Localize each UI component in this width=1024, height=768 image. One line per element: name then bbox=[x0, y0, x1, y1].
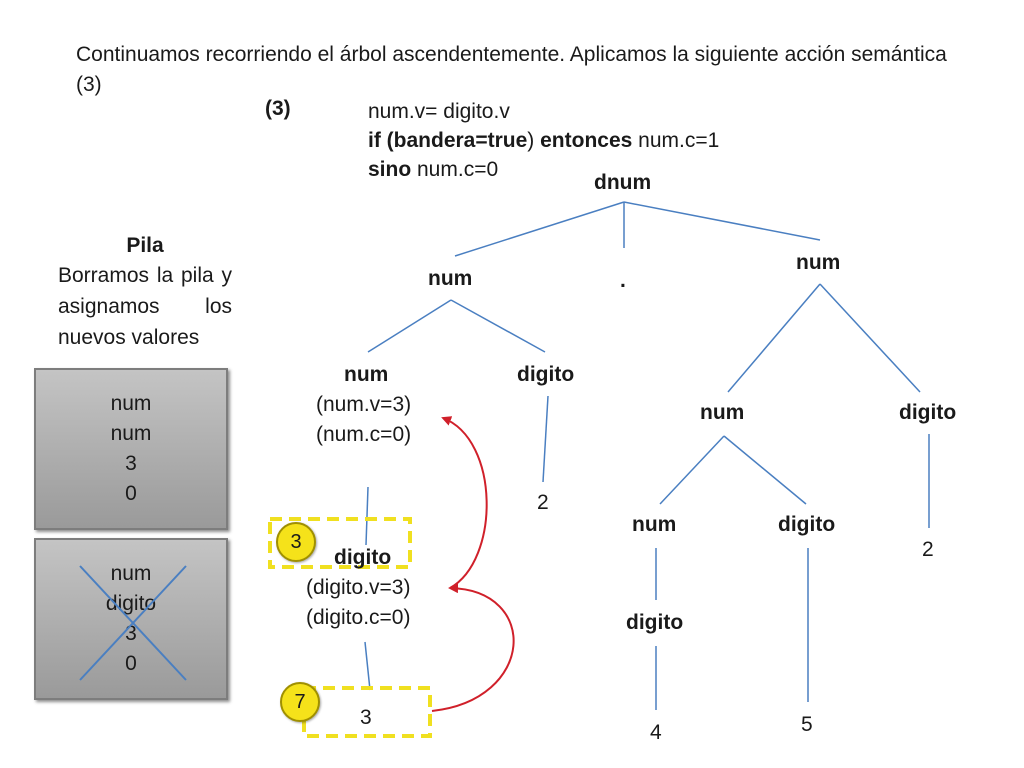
node-rr-num: num bbox=[632, 513, 677, 536]
rule-line-1: num.v= digito.v bbox=[368, 100, 510, 123]
node-rr-num-digito: digito bbox=[626, 611, 684, 634]
stack-title: Pila bbox=[126, 234, 164, 257]
edge-innernum-digito bbox=[723, 435, 807, 505]
stack-box-crossed: num digito 3 0 bbox=[34, 538, 228, 700]
rule-line-2-assign: num.c=1 bbox=[632, 129, 720, 152]
rule-line-2-paren: ) bbox=[527, 129, 541, 152]
node-value-4: 4 bbox=[650, 721, 662, 744]
stack-cell: num bbox=[110, 422, 152, 445]
rule-line-3: sino num.c=0 bbox=[368, 155, 719, 184]
stack-cell: num bbox=[110, 562, 152, 585]
edge-root-rightnum bbox=[623, 201, 821, 241]
node-leaf-value: 3 bbox=[360, 706, 372, 729]
stack-description: Borramos la pila y asignamos los nuevos … bbox=[58, 264, 232, 349]
node-inner-num-v: (num.v=3) bbox=[316, 393, 412, 416]
cross-out-icon bbox=[79, 565, 187, 681]
step-badge-7: 7 bbox=[280, 682, 320, 722]
rule-line-3-assign: num.c=0 bbox=[411, 158, 499, 181]
rule-line-2: if (bandera=true) entonces num.c=1 bbox=[368, 126, 719, 155]
node-inner-num: num bbox=[344, 363, 389, 386]
edge-num-digito bbox=[365, 486, 369, 546]
edge-leftnum-num bbox=[367, 299, 452, 353]
node-right-digito: digito bbox=[899, 401, 957, 424]
step-badge-3: 3 bbox=[276, 522, 316, 562]
dashed-box-digito bbox=[268, 517, 412, 569]
edge-root-leftnum bbox=[454, 201, 625, 257]
edge-rightnum-digito bbox=[819, 283, 921, 393]
node-right-digito-value: 2 bbox=[922, 538, 934, 561]
stack-cell: digito bbox=[105, 592, 157, 615]
stack-cell: 0 bbox=[125, 652, 137, 675]
stack-cell: 3 bbox=[125, 622, 137, 645]
tree-edges bbox=[364, 201, 930, 710]
stack-cell: 3 bbox=[125, 452, 137, 475]
edge-innernum-num bbox=[659, 435, 725, 505]
node-dot: . bbox=[620, 269, 626, 292]
rule-body: num.v= digito.v if (bandera=true) entonc… bbox=[368, 97, 719, 184]
node-inner-num-c: (num.c=0) bbox=[316, 423, 412, 446]
edge-rightnum-num bbox=[727, 283, 821, 393]
node-leaf-digito: digito bbox=[334, 546, 392, 569]
node-leaf-digito-v: (digito.v=3) bbox=[306, 576, 411, 599]
arrow-digito-to-num bbox=[441, 416, 488, 589]
node-right-inner-num: num bbox=[700, 401, 745, 424]
node-rr-digito: digito bbox=[778, 513, 836, 536]
node-value-5: 5 bbox=[801, 713, 813, 736]
stack-cell: 0 bbox=[125, 482, 137, 505]
stack-cell: num bbox=[110, 392, 152, 415]
stack-box-top: num num 3 0 bbox=[34, 368, 228, 530]
rule-number: (3) bbox=[265, 97, 291, 120]
stack-panel: Pila Borramos la pila y asignamos los nu… bbox=[58, 232, 232, 353]
rule-line-3-else: sino bbox=[368, 158, 412, 181]
edge-leftnum-digito bbox=[450, 299, 546, 353]
node-leaf-digito-c: (digito.c=0) bbox=[306, 606, 411, 629]
node-left-digito-value: 2 bbox=[537, 491, 549, 514]
rule-line-2-then: entonces bbox=[540, 129, 633, 152]
node-right-num: num bbox=[796, 251, 841, 274]
edge-digito-2 bbox=[542, 395, 549, 483]
arrow-value-to-digito bbox=[431, 583, 515, 712]
node-left-digito: digito bbox=[517, 363, 575, 386]
edge-digito-3 bbox=[364, 641, 371, 691]
node-left-num: num bbox=[428, 267, 473, 290]
intro-text: Continuamos recorriendo el árbol ascende… bbox=[76, 43, 947, 96]
rule-line-2-if: if (bandera=true bbox=[368, 129, 528, 152]
node-dnum: dnum bbox=[594, 171, 652, 194]
